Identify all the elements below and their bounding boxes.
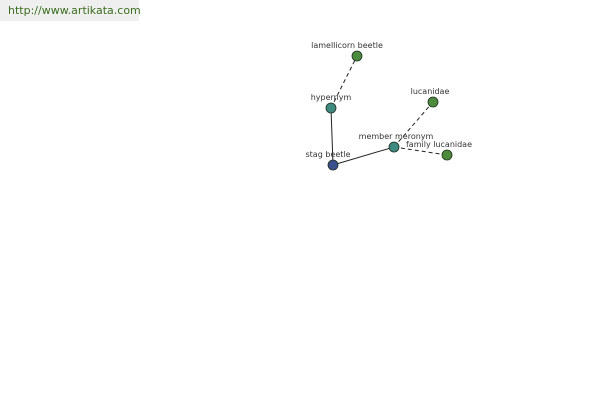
node-dot-member-meronym[interactable] [388, 141, 400, 153]
node-label-stag-beetle[interactable]: stag beetle [305, 150, 350, 159]
node-label-lamellicorn-beetle[interactable]: lamellicorn beetle [311, 41, 383, 50]
node-lucanidae[interactable]: lucanidae [411, 87, 450, 108]
node-family-lucanidae[interactable]: family lucanidae [406, 140, 472, 161]
node-label-hypernym[interactable]: hypernym [311, 93, 352, 102]
node-dot-lucanidae[interactable] [427, 96, 439, 108]
edge-member-meronym-to-family-lucanidae [393, 146, 448, 156]
node-hypernym[interactable]: hypernym [311, 93, 352, 114]
edge-hypernym-to-lamellicorn-beetle [330, 55, 358, 109]
node-member-meronym[interactable]: member meronym [359, 132, 434, 153]
edge-stag-beetle-to-hypernym [330, 107, 334, 166]
node-dot-stag-beetle[interactable] [327, 159, 339, 171]
edge-stag-beetle-to-member-meronym [332, 146, 395, 166]
node-label-lucanidae[interactable]: lucanidae [411, 87, 450, 96]
node-label-member-meronym[interactable]: member meronym [359, 132, 434, 141]
node-dot-lamellicorn-beetle[interactable] [351, 50, 363, 62]
node-label-family-lucanidae[interactable]: family lucanidae [406, 140, 472, 149]
node-lamellicorn-beetle[interactable]: lamellicorn beetle [311, 41, 383, 62]
node-dot-hypernym[interactable] [325, 102, 337, 114]
nodes-layer: stag beetle hypernym lamellicorn beetle mem… [305, 41, 472, 171]
node-stag-beetle[interactable]: stag beetle [305, 150, 351, 171]
node-dot-family-lucanidae[interactable] [441, 149, 453, 161]
site-link[interactable]: http://www.artikata.com [0, 0, 141, 21]
edges-layer [330, 55, 448, 166]
edge-member-meronym-to-lucanidae [393, 101, 434, 148]
